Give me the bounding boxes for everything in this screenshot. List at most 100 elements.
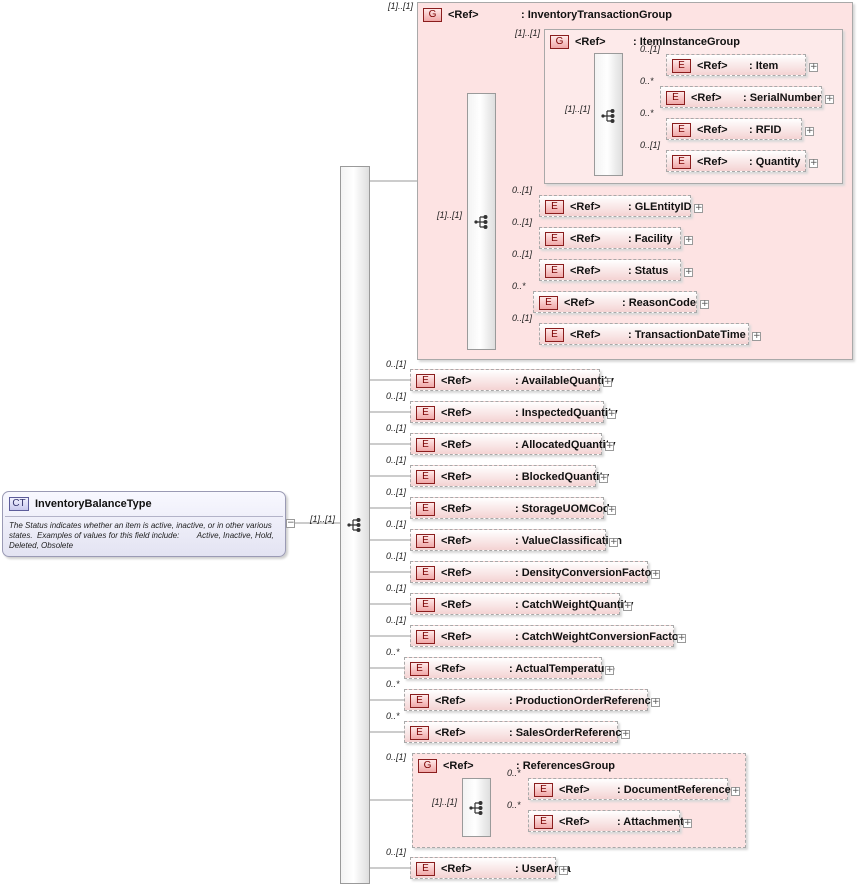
element-cardinality: 0..* bbox=[386, 711, 400, 721]
element-catch-weight-quantity[interactable]: E<Ref>: CatchWeightQuantity bbox=[410, 593, 633, 615]
root-sequence-bar[interactable] bbox=[340, 166, 370, 884]
expand-icon[interactable]: + bbox=[684, 267, 693, 277]
element-badge: E bbox=[416, 470, 435, 484]
element-badge: E bbox=[534, 815, 553, 829]
element-value-classification[interactable]: E<Ref>: ValueClassification bbox=[410, 529, 622, 551]
inventory-transaction-group-header: G<Ref>: InventoryTransactionGroup bbox=[423, 8, 672, 22]
group-name: : ReferencesGroup bbox=[516, 759, 616, 772]
element-attachment[interactable]: E<Ref>: Attachment bbox=[528, 810, 684, 832]
expand-icon[interactable]: + bbox=[623, 601, 632, 611]
element-transaction-date-time[interactable]: E<Ref>: TransactionDateTime bbox=[539, 323, 749, 345]
element-rfid[interactable]: E<Ref>: RFID bbox=[666, 118, 802, 140]
expand-icon[interactable]: + bbox=[603, 377, 612, 387]
element-badge: E bbox=[672, 59, 691, 73]
expand-icon[interactable]: + bbox=[752, 331, 761, 341]
expand-icon[interactable]: + bbox=[559, 865, 568, 875]
element-label: E<Ref>: AvailableQuantity bbox=[416, 374, 614, 388]
expand-icon[interactable]: + bbox=[694, 203, 703, 213]
element-label: E<Ref>: ActualTemperature bbox=[410, 662, 615, 676]
element-label: E<Ref>: CatchWeightQuantity bbox=[416, 598, 633, 612]
element-reason-code[interactable]: E<Ref>: ReasonCode bbox=[533, 291, 697, 313]
element-name: : ValueClassification bbox=[515, 534, 622, 547]
element-production-order-reference[interactable]: E<Ref>: ProductionOrderReference bbox=[404, 689, 657, 711]
references-sequence-bar[interactable] bbox=[462, 778, 491, 837]
sequence-icon bbox=[347, 518, 361, 532]
element-blocked-quantity[interactable]: E<Ref>: BlockedQuantity bbox=[410, 465, 609, 487]
element-density-conversion-factor[interactable]: E <Ref> : DensityConversionFactor bbox=[410, 561, 656, 583]
element-document-reference[interactable]: E<Ref>: DocumentReference bbox=[528, 778, 731, 800]
sequence-icon bbox=[474, 215, 488, 229]
group-badge: G bbox=[423, 8, 442, 22]
expand-icon[interactable]: + bbox=[677, 633, 686, 643]
expand-icon[interactable]: + bbox=[605, 665, 614, 675]
ref-label: <Ref> bbox=[441, 566, 472, 579]
item-instance-sequence-bar[interactable] bbox=[594, 53, 623, 176]
element-glentity-id[interactable]: E<Ref>: GLEntityID bbox=[539, 195, 692, 217]
expand-icon[interactable]: + bbox=[609, 537, 618, 547]
inventory-transaction-sequence-bar[interactable] bbox=[467, 93, 496, 350]
element-sales-order-reference[interactable]: E<Ref>: SalesOrderReference bbox=[404, 721, 628, 743]
ref-label: <Ref> bbox=[448, 8, 479, 21]
element-badge: E bbox=[545, 328, 564, 342]
element-cardinality: 0..[1] bbox=[512, 217, 533, 227]
complex-type-badge: CT bbox=[9, 497, 29, 511]
element-user-area[interactable]: E<Ref>: UserArea bbox=[410, 857, 571, 879]
element-inspected-quantity[interactable]: E<Ref>: InspectedQuantity bbox=[410, 401, 618, 423]
expand-icon[interactable]: + bbox=[825, 94, 834, 104]
element-name: : AllocatedQuantity bbox=[515, 438, 616, 451]
element-allocated-quantity[interactable]: E<Ref>: AllocatedQuantity bbox=[410, 433, 615, 455]
expand-icon[interactable]: + bbox=[605, 441, 614, 451]
element-status[interactable]: E<Ref>: Status bbox=[539, 259, 681, 281]
element-badge: E bbox=[410, 694, 429, 708]
item-instance-sequence-cardinality: [1]..[1] bbox=[565, 104, 591, 114]
element-name: : CatchWeightConversionFactor bbox=[515, 630, 683, 643]
expand-icon[interactable]: + bbox=[809, 62, 818, 72]
element-badge: E bbox=[416, 566, 435, 580]
element-cardinality: 0..[1] bbox=[512, 313, 533, 323]
expand-icon[interactable]: + bbox=[700, 299, 709, 309]
element-badge: E bbox=[534, 783, 553, 797]
element-facility[interactable]: E<Ref>: Facility bbox=[539, 227, 681, 249]
ref-label: <Ref> bbox=[559, 815, 590, 828]
expand-icon[interactable]: + bbox=[805, 126, 814, 136]
expand-icon[interactable]: + bbox=[651, 697, 660, 707]
expand-icon[interactable]: + bbox=[684, 235, 693, 245]
element-name: : UserArea bbox=[515, 862, 571, 875]
element-actual-temperature[interactable]: E<Ref>: ActualTemperature bbox=[404, 657, 615, 679]
element-badge: E bbox=[416, 406, 435, 420]
element-quantity[interactable]: E<Ref>: Quantity bbox=[666, 150, 806, 172]
expand-icon[interactable]: + bbox=[607, 409, 616, 419]
element-catch-weight-conversion-factor[interactable]: E<Ref>: CatchWeightConversionFactor bbox=[410, 625, 683, 647]
expand-icon[interactable]: + bbox=[599, 473, 608, 483]
expand-icon[interactable]: + bbox=[651, 569, 660, 579]
element-serial-number[interactable]: E<Ref>: SerialNumber bbox=[660, 86, 822, 108]
element-item[interactable]: E<Ref>: Item bbox=[666, 54, 806, 76]
minus-icon[interactable]: − bbox=[286, 518, 295, 528]
element-name: : StorageUOMCode bbox=[515, 502, 616, 515]
expand-icon[interactable]: + bbox=[683, 818, 692, 828]
element-label: E<Ref>: RFID bbox=[672, 123, 781, 137]
element-name: : Quantity bbox=[749, 155, 801, 168]
expand-icon[interactable]: + bbox=[621, 729, 630, 739]
element-available-quantity[interactable]: E<Ref>: AvailableQuantity bbox=[410, 369, 614, 391]
element-name: : DensityConversionFactor bbox=[515, 566, 656, 579]
expand-icon[interactable]: + bbox=[731, 786, 740, 796]
expand-icon[interactable]: + bbox=[607, 505, 616, 515]
element-badge: E bbox=[410, 662, 429, 676]
references-sequence-cardinality: [1]..[1] bbox=[432, 797, 458, 807]
element-cardinality: 0..[1] bbox=[386, 519, 407, 529]
ref-label: <Ref> bbox=[443, 759, 474, 772]
element-label: E<Ref>: TransactionDateTime bbox=[545, 328, 746, 342]
element-cardinality: 0..[1] bbox=[640, 44, 661, 54]
element-storage-uomcode[interactable]: E<Ref>: StorageUOMCode bbox=[410, 497, 616, 519]
element-label: E<Ref>: SalesOrderReference bbox=[410, 726, 628, 740]
ref-label: <Ref> bbox=[570, 264, 601, 277]
expand-icon[interactable]: + bbox=[809, 158, 818, 168]
element-cardinality: 0..[1] bbox=[386, 391, 407, 401]
sequence-icon bbox=[469, 801, 483, 815]
element-cardinality: 0..[1] bbox=[386, 583, 407, 593]
element-label: E<Ref>: DocumentReference bbox=[534, 783, 731, 797]
references-group-header: G<Ref>: ReferencesGroup bbox=[418, 759, 615, 773]
element-name: : TransactionDateTime bbox=[628, 328, 746, 341]
